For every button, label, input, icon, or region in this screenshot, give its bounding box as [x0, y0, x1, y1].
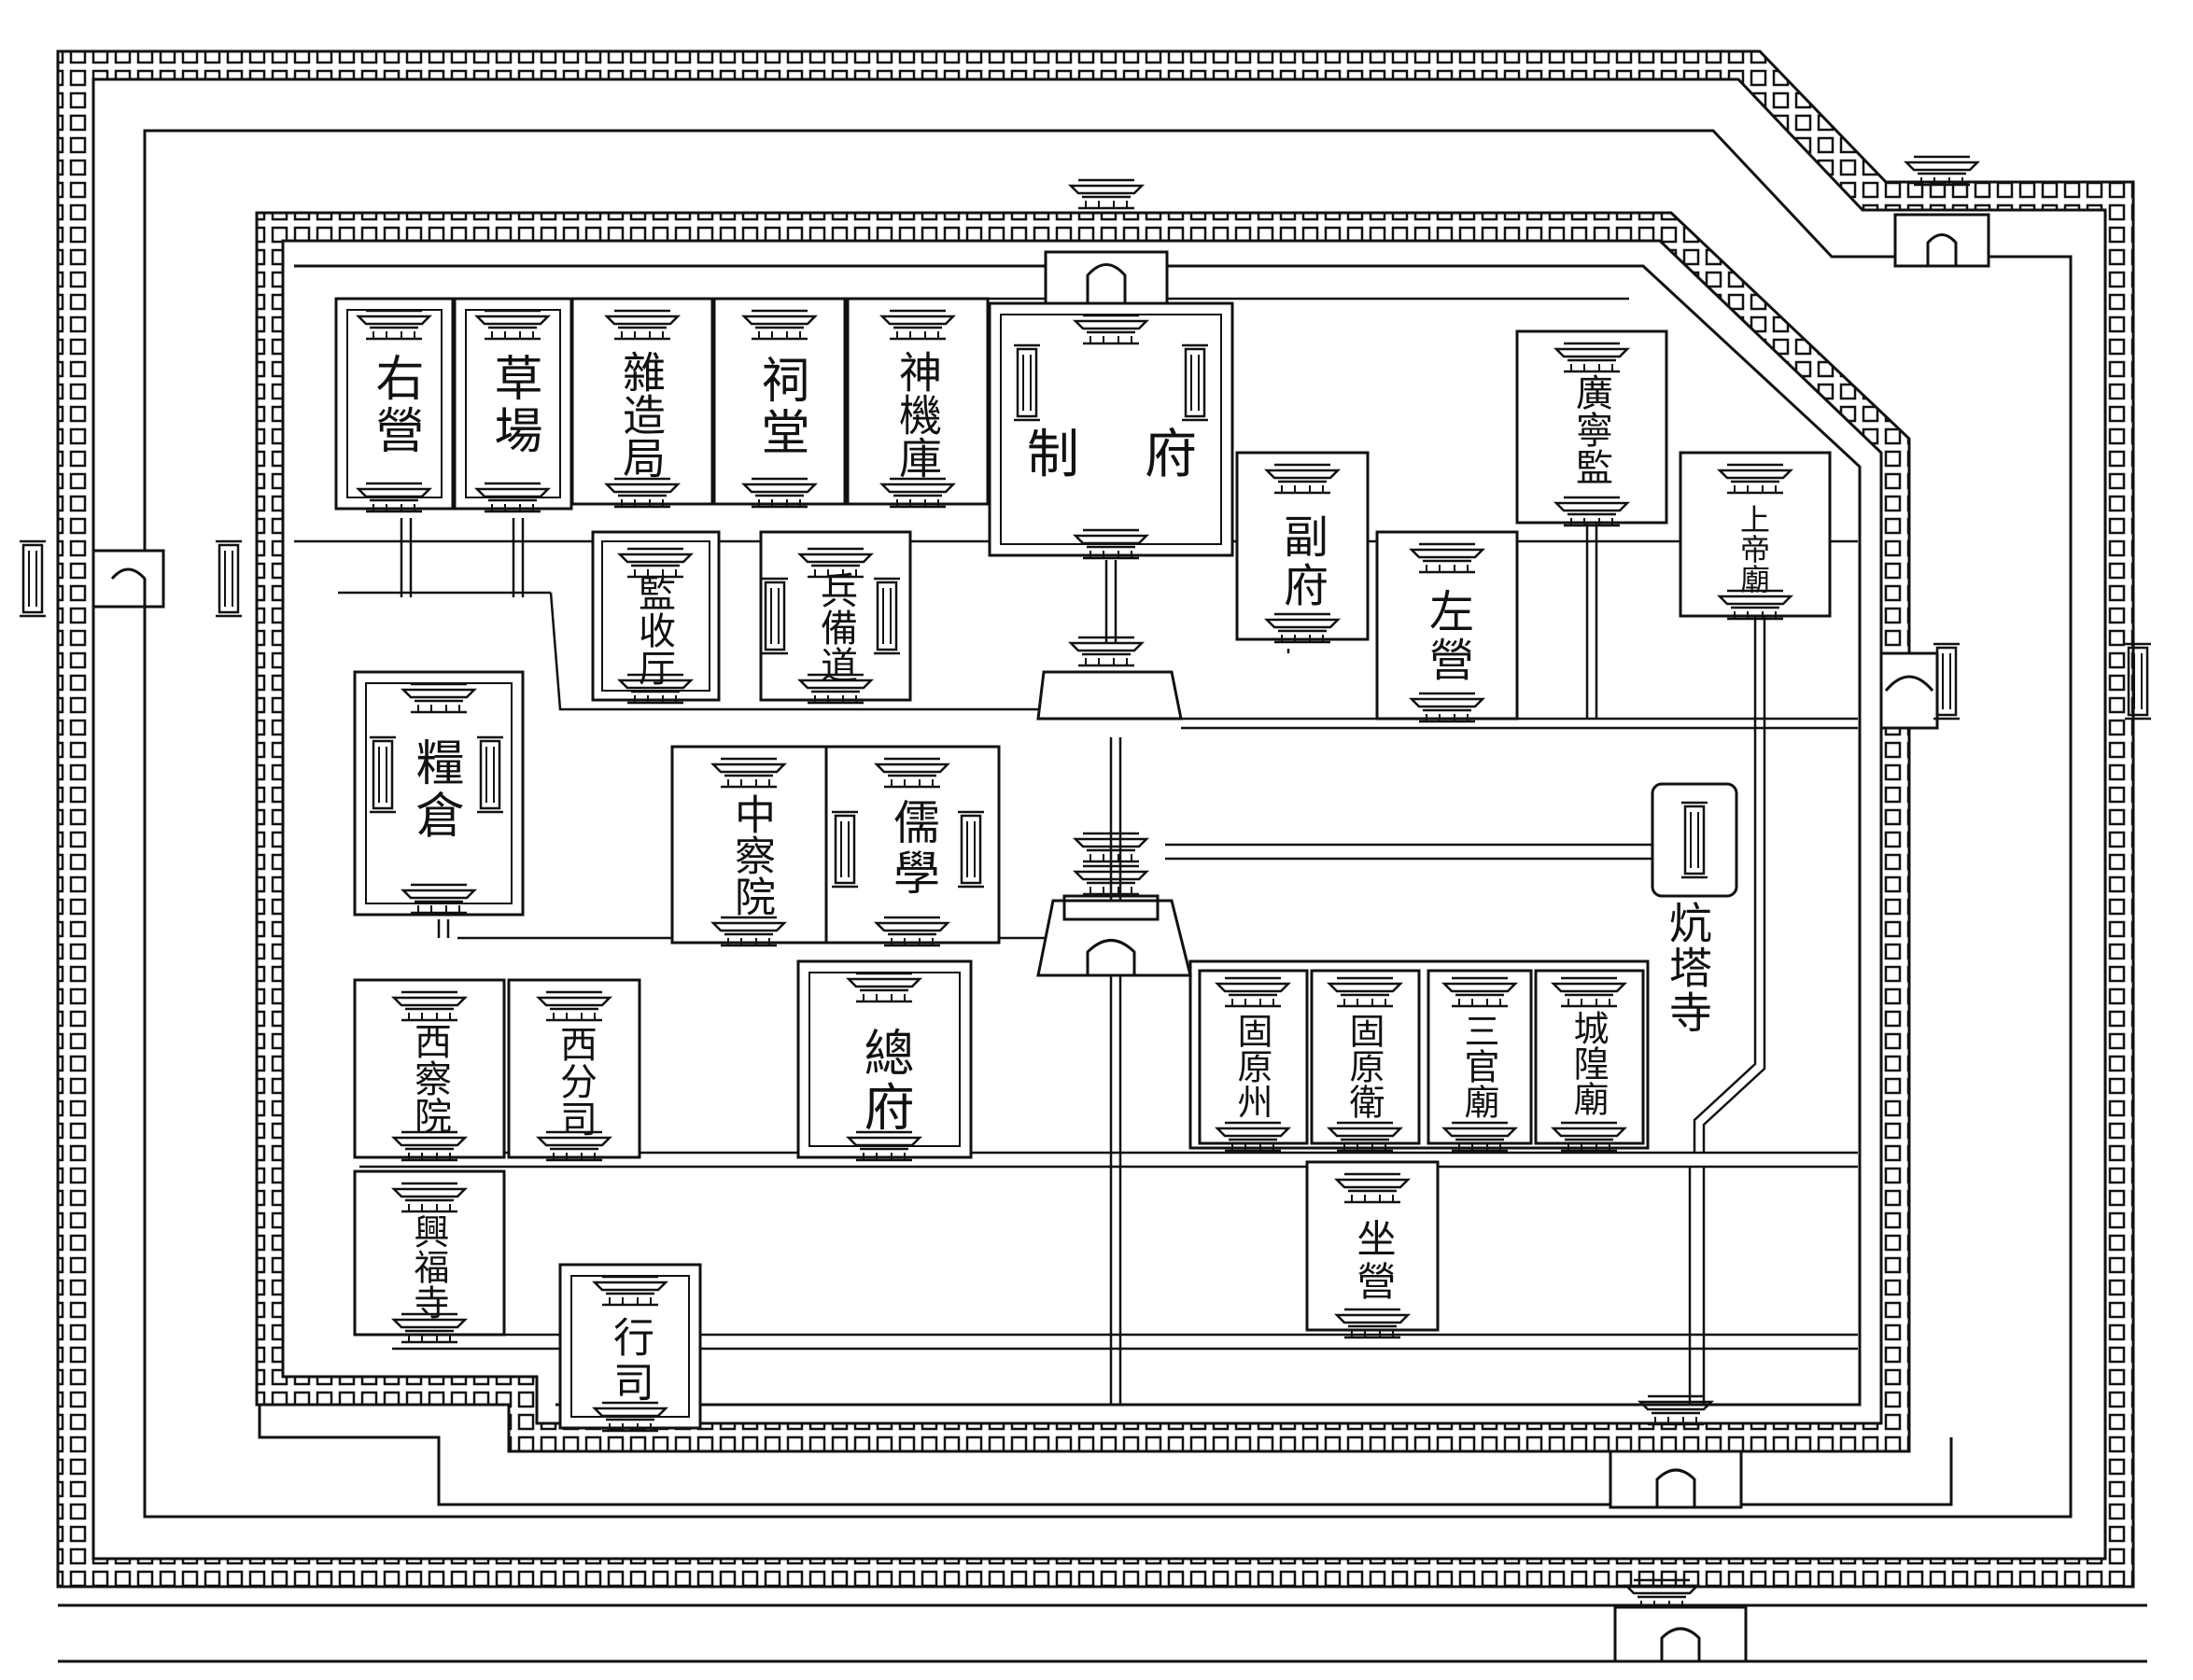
- lanes: [400, 518, 1598, 938]
- label-bing-bei-dao: 兵備道: [814, 571, 857, 683]
- label-zuo-ying: 左營: [1421, 588, 1473, 685]
- label-zuo-ying-2: 坐營: [1351, 1218, 1397, 1304]
- label-gu-yuan-wei: 固原衛: [1343, 1013, 1385, 1119]
- label-cao-chang: 草場: [485, 353, 541, 457]
- label-ru-xue: 儒學: [886, 798, 940, 899]
- label-xing-si: 行司: [606, 1316, 654, 1406]
- label-xi-fen-si: 西分司: [554, 1025, 597, 1137]
- gates: [18, 155, 2153, 1663]
- label-san-guan-miao: 三官廟: [1458, 1013, 1499, 1119]
- label-cheng-huang-miao: 城隍廟: [1567, 1010, 1609, 1116]
- label-xi-cha-yuan: 西察院: [408, 1022, 451, 1134]
- compounds: [334, 297, 1832, 1433]
- label-xing-fu-si: 興福寺: [408, 1213, 449, 1320]
- label-shang-di-miao: 上帝廟: [1736, 504, 1771, 594]
- label-guang-ning-jian: 廣寧監: [1569, 373, 1612, 485]
- label-fu-fu: 副府: [1275, 513, 1328, 610]
- label-zhi-fu: 制府: [1027, 425, 1262, 485]
- label-jian-shou-ting: 監收厅: [632, 574, 675, 686]
- label-ci-tang: 祠堂: [752, 355, 808, 459]
- label-liang-cang: 糧倉: [407, 737, 463, 842]
- label-shen-ji-ku: 神機庫: [893, 350, 943, 479]
- label-you-ying: 右營: [367, 353, 423, 457]
- label-zhong-cha-yuan: 中察院: [727, 793, 775, 917]
- label-zong-fu: 總府: [855, 1027, 914, 1135]
- label-za-zao-ju: 雜造局: [616, 350, 667, 479]
- label-gu-yuan-zhou: 固原州: [1231, 1013, 1272, 1119]
- label-kang-ta-si: 炕塔寺: [1663, 901, 1713, 1035]
